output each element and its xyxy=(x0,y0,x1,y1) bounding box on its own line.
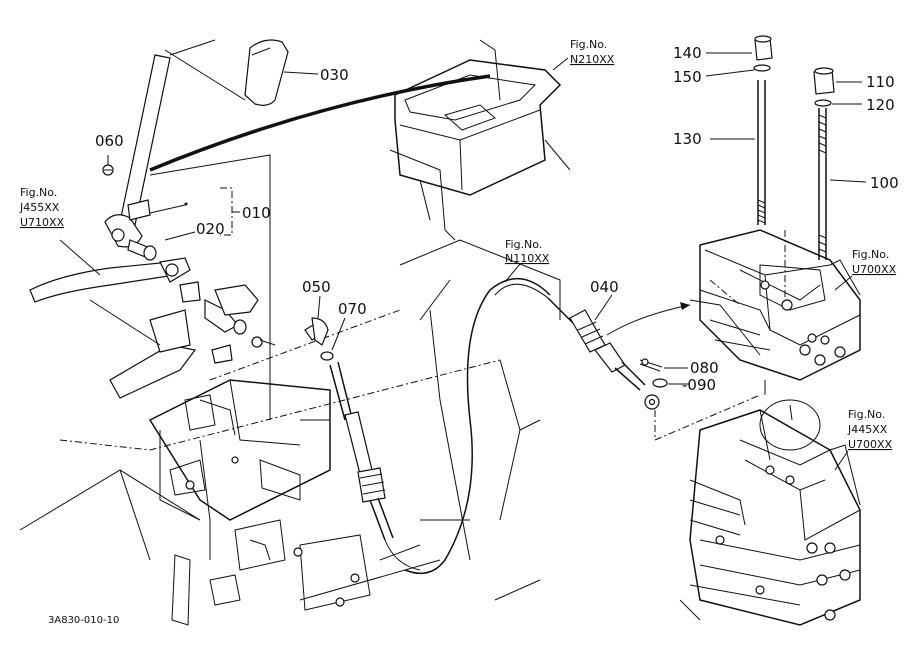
part-label-100: 100 xyxy=(870,174,899,192)
control-cable-loop xyxy=(404,277,551,575)
control-valve-upper xyxy=(689,229,861,381)
bolt-130 xyxy=(757,80,766,225)
part-label-070: 070 xyxy=(338,300,367,318)
nut-110 xyxy=(813,67,835,95)
knob-030 xyxy=(244,39,289,106)
part-label-080: 080 xyxy=(690,359,719,377)
fig-ref-u700: Fig.No. U700XX xyxy=(852,248,897,276)
svg-text:N110XX: N110XX xyxy=(505,252,550,265)
bolt-100 xyxy=(818,108,827,260)
washer-150 xyxy=(753,64,771,72)
drawing-code: 3A830-010-10 xyxy=(48,615,119,626)
svg-text:N210XX: N210XX xyxy=(570,53,615,66)
part-label-010: 010 xyxy=(242,204,271,222)
svg-text:Fig.No.: Fig.No. xyxy=(505,238,542,251)
shift-cable-040 xyxy=(547,297,660,410)
pin-080 xyxy=(639,358,663,372)
washer-090 xyxy=(652,378,668,388)
mount-bracket xyxy=(148,379,371,626)
o-ring xyxy=(759,399,821,451)
svg-text:Fig.No.: Fig.No. xyxy=(852,248,889,261)
part-label-130: 130 xyxy=(673,130,702,148)
fig-ref-j455: Fig.No. J455XX U710XX xyxy=(19,186,65,229)
fender-assembly xyxy=(389,39,571,241)
fig-ref-n110: Fig.No. N110XX xyxy=(505,238,550,265)
part-label-150: 150 xyxy=(673,68,702,86)
svg-text:U700XX: U700XX xyxy=(848,438,893,451)
svg-text:Fig.No.: Fig.No. xyxy=(570,38,607,51)
part-label-110: 110 xyxy=(866,73,895,91)
fig-ref-j445: Fig.No. J445XX U700XX xyxy=(847,408,893,451)
svg-text:J455XX: J455XX xyxy=(19,201,60,214)
control-cable-top xyxy=(149,74,491,172)
rod-assembly xyxy=(304,317,421,571)
lever-assembly xyxy=(29,54,263,399)
part-label-060: 060 xyxy=(95,132,124,150)
nut-140 xyxy=(754,35,773,61)
part-label-050: 050 xyxy=(302,278,331,296)
fig-ref-n210: Fig.No. N210XX xyxy=(570,38,615,66)
washer-120 xyxy=(814,99,832,107)
part-label-090: -090 xyxy=(682,376,716,394)
svg-text:U710XX: U710XX xyxy=(20,216,65,229)
svg-text:Fig.No.: Fig.No. xyxy=(848,408,885,421)
part-label-020: 020 xyxy=(196,220,225,238)
svg-text:J445XX: J445XX xyxy=(847,423,888,436)
svg-text:Fig.No.: Fig.No. xyxy=(20,186,57,199)
part-label-040: 040 xyxy=(590,278,619,296)
control-valve-lower xyxy=(679,409,861,626)
part-label-030: 030 xyxy=(320,66,349,84)
part-label-120: 120 xyxy=(866,96,895,114)
part-label-140: 140 xyxy=(673,44,702,62)
svg-text:U700XX: U700XX xyxy=(852,263,897,276)
